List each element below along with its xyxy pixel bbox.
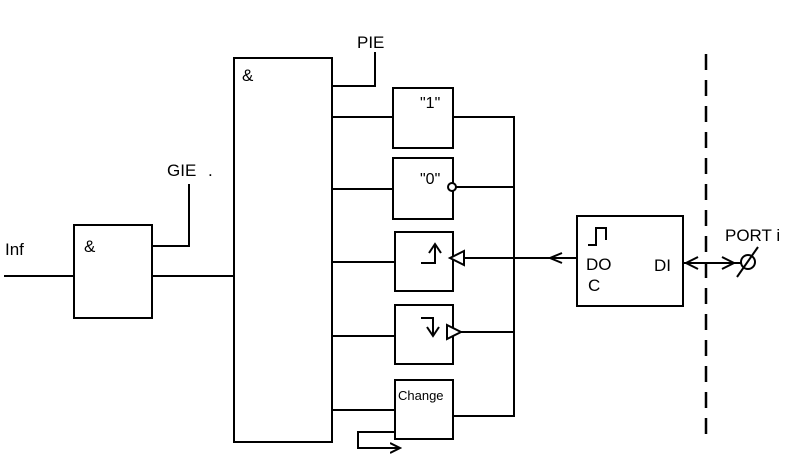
- inverter-bubble: [447, 182, 457, 192]
- low-level-label: "0": [420, 171, 440, 188]
- port-pin-icon: [736, 246, 759, 278]
- and-gate-big-label: &: [242, 66, 254, 85]
- and-gate-small: [73, 224, 153, 319]
- change-feedback-line: [357, 431, 400, 448]
- port-arrow-right: [721, 256, 737, 270]
- and-gate-big: [233, 57, 333, 443]
- inf-label: Inf: [5, 240, 24, 259]
- schmitt-trigger-icon: [588, 227, 607, 246]
- gie-dot: .: [208, 161, 213, 180]
- rising-edge-block: [394, 231, 454, 292]
- falling-edge-block: [394, 304, 454, 365]
- gie-label: GIE: [167, 161, 196, 180]
- input-buffer-block: [576, 215, 684, 307]
- gie-line: [152, 184, 190, 247]
- port-label: PORT i: [725, 226, 780, 245]
- pie-line: [332, 52, 376, 87]
- high-level-label: "1": [420, 95, 440, 112]
- c-label: C: [588, 276, 600, 295]
- pie-label: PIE: [357, 33, 384, 52]
- di-label: DI: [654, 256, 671, 275]
- falling-edge-output-arrow: [446, 323, 464, 341]
- port-arrow-left: [683, 256, 699, 270]
- high-level-block: [392, 87, 454, 149]
- do-label: DO: [586, 255, 612, 274]
- rising-edge-detector-icon: [421, 242, 442, 264]
- change-block: [394, 379, 454, 440]
- low-level-block: [392, 157, 454, 220]
- bus-arrow: [547, 252, 563, 264]
- change-label: Change: [398, 388, 444, 403]
- and-gate-small-label: &: [84, 237, 96, 256]
- falling-edge-detector-icon: [421, 317, 440, 338]
